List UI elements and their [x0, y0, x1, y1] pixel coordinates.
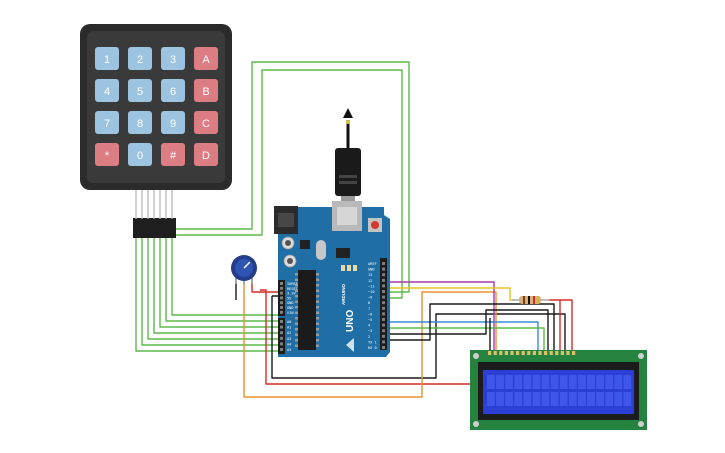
wire-d6-black[interactable]: [380, 309, 549, 352]
keypad-4x4[interactable]: 1 2 3 A 4 5 6 B 7 8 9 C * 0 # D: [80, 24, 232, 238]
crystal: [316, 240, 326, 260]
key-C[interactable]: C: [194, 111, 218, 134]
key-9[interactable]: 9: [161, 111, 185, 134]
key-label: 7: [104, 118, 110, 130]
key-*[interactable]: *: [95, 143, 119, 166]
key-label: 6: [170, 86, 176, 98]
key-label: B: [202, 86, 209, 98]
key-7[interactable]: 7: [95, 111, 119, 134]
pin-label: AREF: [368, 262, 377, 266]
key-B[interactable]: B: [194, 79, 218, 102]
key-label: 4: [104, 86, 110, 98]
key-D[interactable]: D: [194, 143, 218, 166]
pin-label: 7: [368, 307, 370, 311]
key-label: 8: [137, 118, 143, 130]
wire-keypad-loop-2[interactable]: [170, 69, 403, 299]
key-label: 9: [170, 118, 176, 130]
key-label: 0: [137, 150, 143, 162]
wire-keypad-loop-1[interactable]: [170, 61, 410, 293]
keypad-face: [87, 31, 225, 183]
key-0[interactable]: 0: [128, 143, 152, 166]
pin-label: VIN: [287, 311, 294, 315]
key-4[interactable]: 4: [95, 79, 119, 102]
wire-gnd-black[interactable]: [271, 295, 566, 379]
pin-label: IOREF: [287, 282, 298, 286]
pin-label: TX 1: [368, 340, 377, 344]
pin-label: GND: [287, 301, 294, 305]
key-3[interactable]: 3: [161, 47, 185, 70]
wire-resistor-red[interactable]: [548, 299, 573, 352]
pin-label: A3: [287, 337, 291, 341]
arduino-brand: ARDUINO: [341, 284, 346, 305]
key-label: 1: [104, 54, 110, 66]
pin-label: 2: [368, 335, 370, 339]
lcd-16x2[interactable]: [470, 350, 647, 430]
wire-d7-black[interactable]: [380, 303, 555, 352]
key-6[interactable]: 6: [161, 79, 185, 102]
wire-pot-red[interactable]: [251, 283, 278, 293]
pin-label: ~9: [368, 296, 372, 300]
pin-label: 8: [368, 301, 370, 305]
wire-keypad-a3[interactable]: [153, 238, 278, 334]
wire-d4-blue[interactable]: [380, 321, 539, 352]
atmega-chip: [298, 270, 316, 350]
wire-keypad-a0[interactable]: [171, 238, 278, 316]
wires: [135, 61, 573, 398]
pin-label: 13: [368, 273, 372, 277]
key-label: 3: [170, 54, 176, 66]
pin-label: ~10: [368, 290, 375, 294]
key-label: #: [170, 150, 177, 162]
pin-label: A5: [287, 348, 291, 352]
wire-d5-green[interactable]: [380, 327, 545, 352]
key-8[interactable]: 8: [128, 111, 152, 134]
pin-label: 5V: [287, 296, 292, 300]
wire-keypad-a5[interactable]: [141, 238, 278, 346]
pin-label: GND: [368, 268, 375, 272]
potentiometer[interactable]: [231, 255, 257, 284]
pin-label: ~6: [368, 312, 372, 316]
pin-label: ~11: [368, 284, 375, 288]
resistor: [512, 296, 550, 304]
key-label: C: [202, 118, 210, 130]
pin-label: ~3: [368, 329, 372, 333]
pin-label: GND: [287, 306, 294, 310]
wire-pot-orange[interactable]: [243, 283, 497, 398]
pin-label: 12: [368, 279, 372, 283]
analog-header: [278, 318, 285, 354]
keypad-pins: [135, 190, 173, 219]
wire-keypad-loop-3[interactable]: [135, 238, 278, 352]
pin-label: A4: [287, 342, 291, 346]
usb-cable: [335, 108, 361, 204]
wire-keypad-a2[interactable]: [159, 238, 278, 328]
key-A[interactable]: A: [194, 47, 218, 70]
key-label: 2: [137, 54, 143, 66]
keypad-keys: 1 2 3 A 4 5 6 B 7 8 9 C * 0 # D: [95, 47, 218, 166]
pin-label: 4: [368, 324, 370, 328]
key-#[interactable]: #: [161, 143, 185, 166]
wire-keypad-a1[interactable]: [165, 238, 278, 322]
pin-label: RX 0: [368, 346, 377, 350]
keypad-connector: [133, 218, 176, 238]
key-5[interactable]: 5: [128, 79, 152, 102]
key-label: A: [202, 54, 210, 66]
chip-pins: [295, 273, 319, 347]
pin-label: A0: [287, 320, 291, 324]
key-label: D: [202, 150, 210, 162]
key-1[interactable]: 1: [95, 47, 119, 70]
key-label: *: [105, 150, 110, 162]
key-label: 5: [137, 86, 143, 98]
arduino-logo: UNO: [345, 310, 356, 332]
pin-label: A2: [287, 331, 291, 335]
pin-label: 3.3V: [287, 292, 296, 296]
pin-label: A1: [287, 326, 291, 330]
wire-keypad-a4[interactable]: [147, 238, 278, 340]
pin-label: ~5: [368, 318, 372, 322]
pin-label: RESET: [287, 287, 299, 291]
key-2[interactable]: 2: [128, 47, 152, 70]
